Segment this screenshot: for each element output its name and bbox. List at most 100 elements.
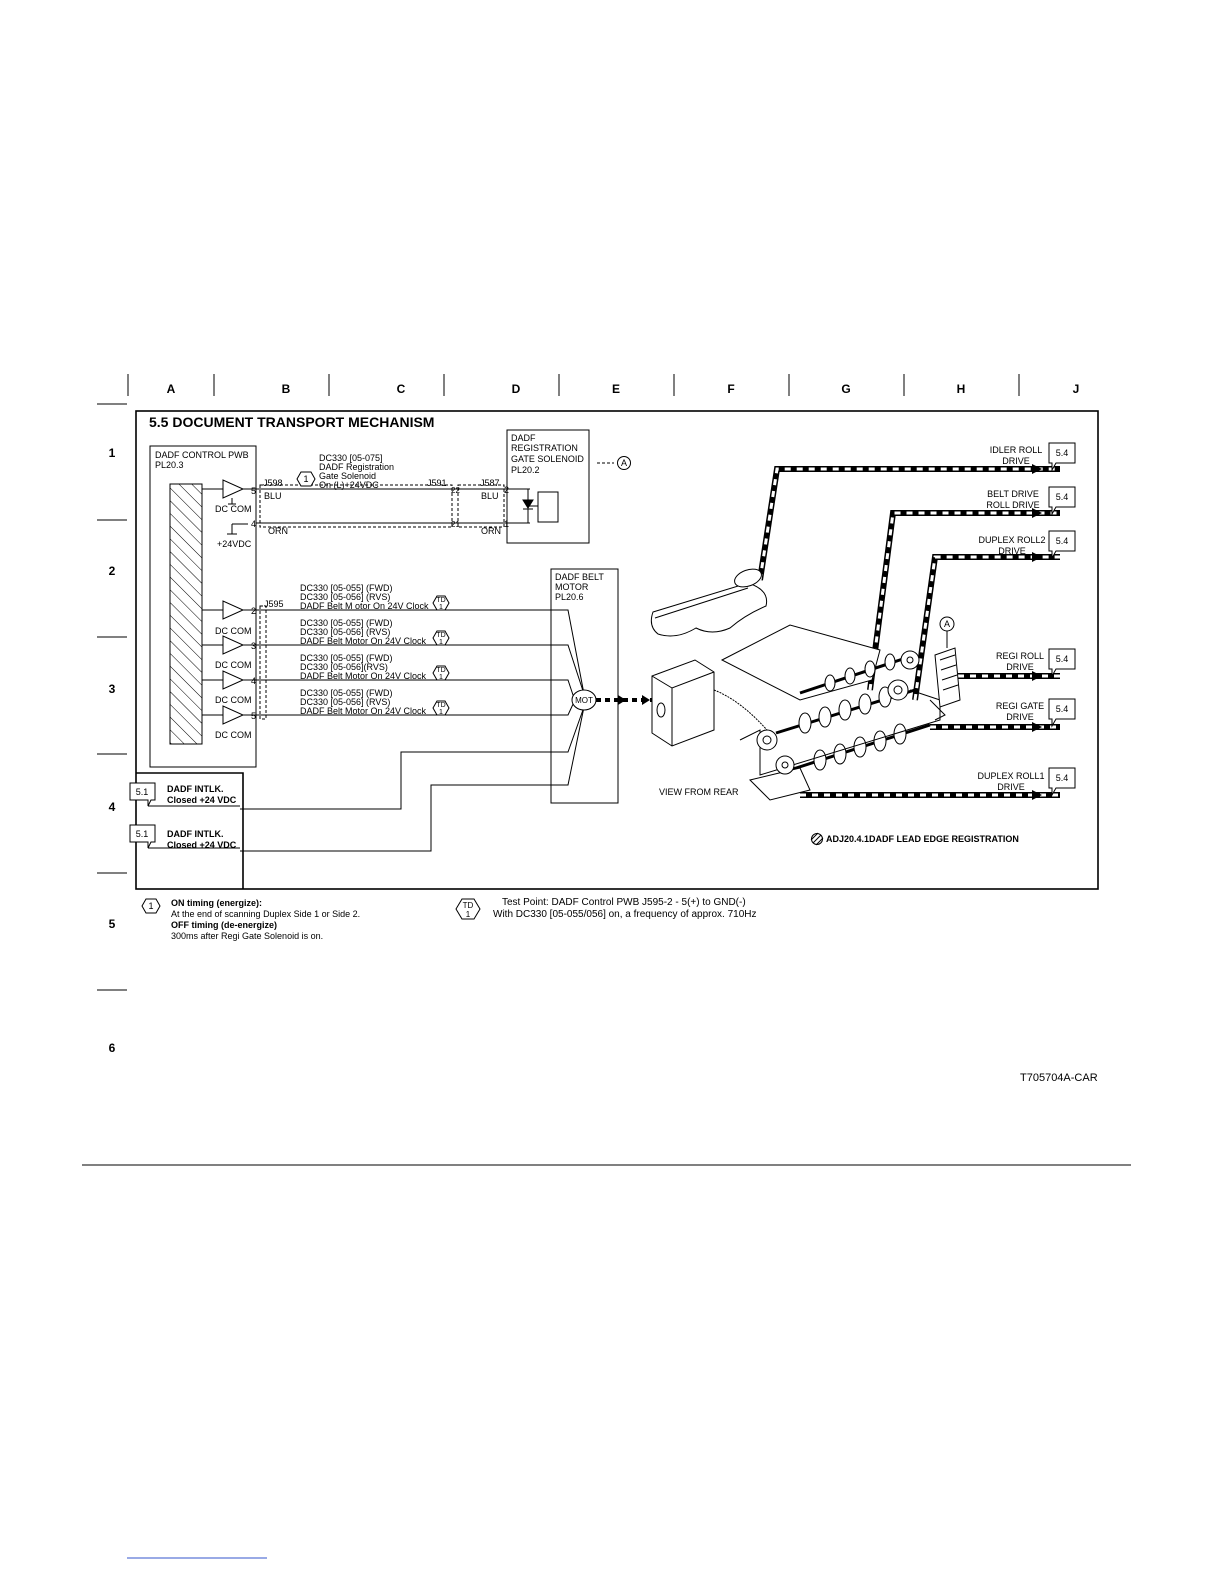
note-on-text: At the end of scanning Duplex Side 1 or … [171, 909, 360, 919]
adjustment-icon [810, 832, 824, 846]
pin-label: 22 [451, 486, 460, 495]
row-label: 3 [109, 682, 116, 696]
signal-text: DC330 [05-056] (RVS) [300, 592, 390, 602]
td-label: 1 [466, 910, 471, 919]
drive-label: DRIVE [998, 546, 1026, 556]
drive-label: IDLER ROLL [990, 445, 1043, 455]
td-label: TD [436, 632, 445, 639]
td-label: 1 [439, 604, 443, 611]
interlock-label: DADF INTLK. [167, 784, 224, 794]
pwb-name: DADF CONTROL PWB [155, 450, 249, 460]
signal-text: DADF Belt Motor On 24V Clock [300, 671, 427, 681]
pin-label: 5 [251, 711, 256, 721]
pwb-box [149, 445, 257, 768]
flag-a-label: A [944, 619, 950, 629]
dc-com-label: DC COM [215, 504, 252, 514]
pin-label: 5 [251, 486, 256, 496]
drive-label: DRIVE [1002, 456, 1030, 466]
interlock-label: DADF INTLK. [167, 829, 224, 839]
column-label: H [957, 382, 966, 396]
drive-label: DRIVE [1006, 662, 1034, 672]
test-point-line2: With DC330 [05-055/056] on, a frequency … [493, 909, 757, 920]
flag-a-label: A [621, 458, 627, 468]
signal-text: DC330 [05-055] (FWD) [300, 688, 393, 698]
drive-lines [757, 466, 1060, 798]
pin-label: 3 [251, 641, 256, 651]
drive-ref: 5.4 [1056, 654, 1069, 664]
motor-text: DADF BELT [555, 572, 604, 582]
row-label: 5 [109, 917, 116, 931]
drive-arrows [1032, 464, 1042, 800]
td-label: TD [436, 597, 445, 604]
td-label: TD [436, 667, 445, 674]
solenoid-text: PL20.2 [511, 465, 540, 475]
solenoid-wires [256, 484, 530, 528]
pin-label: 21 [451, 520, 460, 529]
note-off-text: 300ms after Regi Gate Solenoid is on. [171, 931, 323, 941]
note-off-title: OFF timing (de-energize) [171, 920, 277, 930]
drive-label: DRIVE [997, 782, 1025, 792]
connector-j598: J598 [263, 478, 283, 488]
drive-refs [1048, 442, 1076, 797]
column-label: D [512, 382, 521, 396]
td-icon [455, 898, 481, 920]
drive-label: REGI ROLL [996, 651, 1044, 661]
test-point-line1: Test Point: DADF Control PWB J595-2 - 5(… [502, 897, 746, 908]
diagram-title: 5.5 DOCUMENT TRANSPORT MECHANISM [149, 414, 434, 430]
solenoid-coil-icon [512, 488, 559, 524]
dc-com-label: DC COM [215, 730, 252, 740]
signal-text: DADF Belt Motor On 24V Clock [300, 706, 427, 716]
drive-ref: 5.4 [1056, 536, 1069, 546]
wire-color: ORN [481, 526, 501, 536]
wire-color: BLU [481, 491, 499, 501]
motor-text: MOTOR [555, 582, 589, 592]
signal-text: DC330 [05-055] (FWD) [300, 618, 393, 628]
solenoid-text: DADF [511, 433, 536, 443]
column-label: J [1073, 382, 1080, 396]
signal-text: Gate Solenoid [319, 471, 376, 481]
row-label: 4 [109, 800, 116, 814]
td-label: 1 [439, 639, 443, 646]
row-grid [97, 403, 127, 991]
column-label: G [841, 382, 850, 396]
drive-label: DUPLEX ROLL1 [977, 771, 1044, 781]
wire-color: ORN [268, 526, 288, 536]
drive-ref: 5.4 [1056, 448, 1069, 458]
plus24-label: +24VDC [217, 539, 252, 549]
drive-ref: 5.4 [1056, 704, 1069, 714]
connector-j591: J591 [427, 478, 447, 488]
pin-label: 4 [251, 676, 256, 686]
dc-com-label: DC COM [215, 660, 252, 670]
drive-label: ROLL DRIVE [986, 500, 1039, 510]
solenoid-box [506, 429, 590, 544]
motor-label: MOT [575, 696, 593, 705]
column-label: E [612, 382, 620, 396]
column-label: B [282, 382, 291, 396]
signal-text: DC330 [05-055] (FWD) [300, 653, 393, 663]
adjustment-label: ADJ20.4.1DADF LEAD EDGE REGISTRATION [826, 834, 1019, 844]
solenoid-text: GATE SOLENOID [511, 454, 584, 464]
callout-1-icon [296, 471, 316, 487]
interlock-label: Closed +24 VDC [167, 795, 237, 805]
dc-com-label: DC COM [215, 626, 252, 636]
interlock-ref: 5.1 [136, 787, 149, 797]
drive-label: DRIVE [1006, 712, 1034, 722]
connector-j587: J587 [480, 478, 500, 488]
pwb-pl: PL20.3 [155, 460, 184, 470]
diagram-frame [135, 410, 1099, 890]
td-label: TD [463, 901, 474, 910]
pin-label: 2 [251, 606, 256, 616]
td-label: TD [436, 702, 445, 709]
interlock-ref: 5.1 [136, 829, 149, 839]
interlock-1 [129, 782, 240, 807]
view-from-rear: VIEW FROM REAR [659, 787, 739, 797]
ground-symbols [227, 498, 248, 535]
column-label: A [167, 382, 176, 396]
drive-ref: 5.4 [1056, 773, 1069, 783]
interlock-label: Closed +24 VDC [167, 840, 237, 850]
drive-label: REGI GATE [996, 701, 1044, 711]
drive-ref: 5.4 [1056, 492, 1069, 502]
connector-j595: J595 [264, 599, 284, 609]
signal-text: DC330 [05-056] (RVS) [300, 697, 390, 707]
